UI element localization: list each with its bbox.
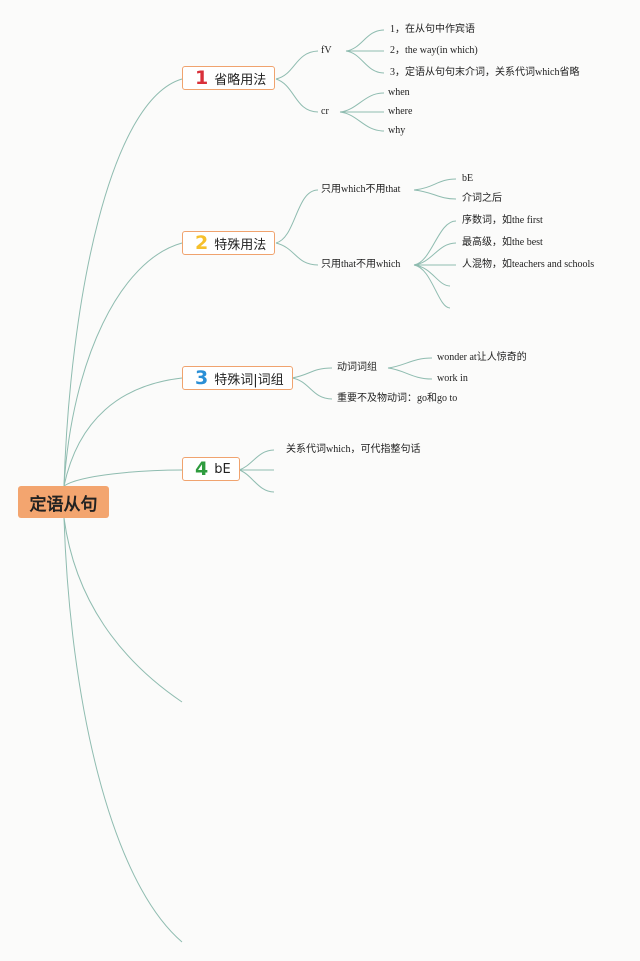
branch-3[interactable]: 3 特殊词|词组 (182, 366, 293, 390)
branch-2[interactable]: 2 特殊用法 (182, 231, 276, 255)
b2-g1-item-1[interactable]: bE (462, 173, 474, 184)
b1-g1-item-3[interactable]: 3，定语从句句末介词，关系代词which省略 (390, 67, 580, 78)
number-1-icon: 1 (195, 66, 209, 89)
b3-g1-item-2[interactable]: work in (437, 373, 468, 384)
branch-2-label: 特殊用法 (214, 237, 267, 253)
root-topic-label: 定语从句 (29, 494, 98, 515)
b1-g2-item-1[interactable]: when (388, 87, 410, 98)
branch-4[interactable]: 4 bE (182, 457, 240, 481)
connector-b1-g2 (275, 78, 319, 113)
b1-g1-item-1[interactable]: 1，在从句中作宾语 (390, 24, 475, 35)
b2-g2-item-3[interactable]: 人混物，如teachers and schools (462, 259, 595, 270)
b2-g2-item-2[interactable]: 最高级，如the best (462, 237, 543, 248)
b1-g2-item-3[interactable]: why (388, 125, 406, 136)
connector-b2-g2-i2 (413, 242, 457, 266)
connector-b2-g1-i1 (413, 178, 457, 191)
connector-b1-g1-i3 (345, 50, 385, 74)
connector-root-branch4 (63, 469, 183, 487)
b2-group-2[interactable]: 只用that不用which (321, 259, 401, 270)
b3-group-1[interactable]: 动词词组 (337, 362, 377, 373)
number-4-icon: 4 (195, 457, 209, 480)
number-3-icon: 3 (195, 366, 209, 389)
connector-root-branch3 (63, 377, 183, 487)
branch-1[interactable]: 1 省略用法 (182, 66, 276, 90)
branch-3-label: 特殊词|词组 (214, 372, 284, 388)
b2-g2-item-1[interactable]: 序数词，如the first (462, 215, 543, 226)
connector-b3-g2 (291, 377, 333, 400)
connector-b2-g1-i2 (413, 189, 457, 200)
connector-b4-g1 (238, 449, 275, 471)
connector-b2-g1 (275, 189, 319, 244)
root-topic[interactable]: 定语从句 (18, 486, 109, 518)
connector-b3-g1 (291, 367, 333, 379)
connector-root-empty2 (63, 517, 183, 943)
b2-group-1[interactable]: 只用which不用that (321, 184, 401, 195)
connector-b4-empty2 (238, 469, 275, 493)
connector-root-branch1 (63, 78, 183, 487)
branch-1-label: 省略用法 (214, 72, 267, 88)
b3-group-2[interactable]: 重要不及物动词：go和go to (337, 393, 458, 404)
number-2-icon: 2 (195, 231, 209, 254)
connector-b1-g2-i1 (339, 92, 385, 113)
b1-group-1[interactable]: fV (321, 45, 332, 56)
connector-root-branch2 (63, 242, 183, 487)
b1-g2-item-2[interactable]: where (388, 106, 413, 117)
connector-b2-g2 (275, 242, 319, 266)
b1-group-2[interactable]: cr (321, 106, 329, 117)
connector-b2-g2-i1 (413, 220, 457, 266)
connector-b1-g1 (275, 50, 319, 80)
b3-g1-item-1[interactable]: wonder at让人惊奇的 (437, 352, 527, 363)
connector-b3-g1-i1 (387, 357, 433, 369)
connector-b3-g1-i2 (387, 367, 433, 380)
connector-root-empty1 (63, 517, 183, 703)
connector-b1-g1-i1 (345, 29, 385, 52)
connector-b1-g2-i3 (339, 111, 385, 132)
b2-g1-item-2[interactable]: 介词之后 (462, 193, 502, 204)
b4-group-1[interactable]: 关系代词which，可代指整句话 (286, 444, 421, 455)
b1-g1-item-2[interactable]: 2，the way(in which) (390, 45, 478, 56)
connector-b2-g2-i5 (413, 264, 451, 309)
branch-4-label: bE (214, 461, 231, 477)
